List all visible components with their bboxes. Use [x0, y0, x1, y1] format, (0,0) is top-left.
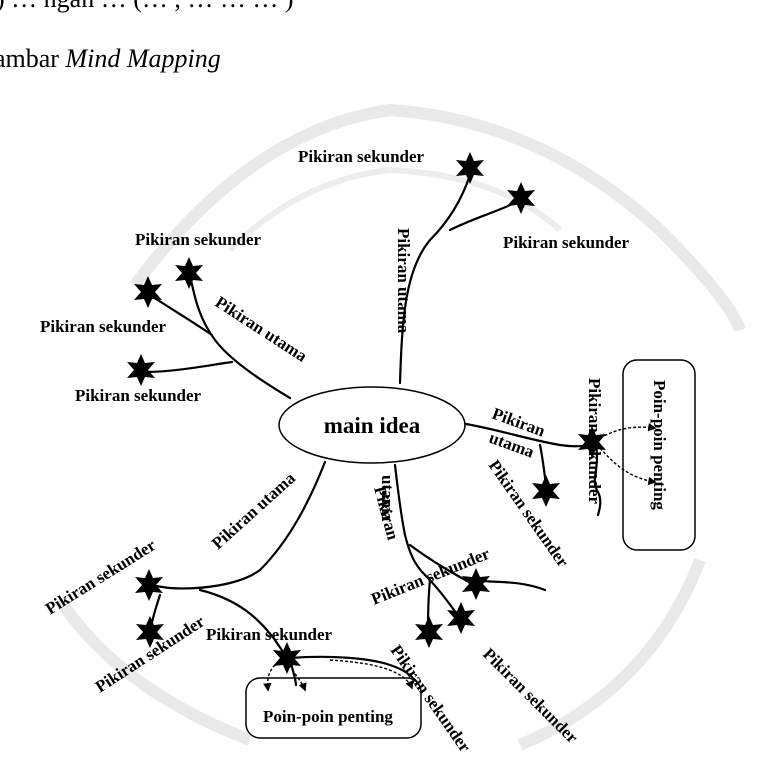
secondary-node-star — [507, 182, 535, 214]
caption-prefix: ambar — [0, 44, 66, 73]
branch-lower-center: Pikiran utama Pikiran sekunder Pikiran s… — [368, 463, 582, 756]
branch-top: Pikiran utama Pikiran sekunder Pikiran s… — [298, 147, 630, 385]
branch-lower-left-secondary-label-3: Pikiran sekunder — [206, 625, 333, 644]
key-points-box — [245, 677, 422, 739]
key-points-label: Poin-poin penting — [650, 380, 669, 510]
branch-upper-left-main-label: Pikiran utama — [212, 292, 311, 366]
caption-title: Mind Mapping — [65, 44, 221, 73]
secondary-node-star — [134, 276, 162, 308]
branch-lower-left: Pikiran utama Pikiran sekunder Pikiran s… — [42, 460, 422, 739]
branch-lower-center-secondary-label-2: Pikiran sekunder — [387, 641, 475, 756]
key-points-label: Poin-poin penting — [263, 707, 393, 726]
branch-upper-left: Pikiran utama Pikiran sekunder Pikiran s… — [40, 230, 311, 405]
central-node: main idea — [278, 386, 466, 464]
header-text: ) … ngan … (… , … … … ) — [0, 0, 294, 14]
secondary-node-star — [456, 152, 484, 184]
branch-top-secondary-label-1: Pikiran sekunder — [298, 147, 425, 166]
secondary-node-star — [462, 568, 490, 600]
branch-upper-left-secondary-label-3: Pikiran sekunder — [75, 386, 202, 405]
secondary-node-star — [127, 354, 155, 386]
secondary-node-star — [532, 475, 560, 507]
branch-lower-center-secondary-label-3: Pikiran sekunder — [479, 644, 582, 747]
branch-top-secondary-label-2: Pikiran sekunder — [503, 233, 630, 252]
branch-lower-left-secondary-label-1: Pikiran sekunder — [42, 535, 159, 618]
branch-right: Pikiran utama Pikiran sekunder Pikiran s… — [464, 359, 696, 571]
branch-lower-center-main-label-2: utama — [378, 475, 397, 522]
figure-caption: ambar Mind Mapping — [0, 44, 221, 74]
branch-top-main-label: Pikiran utama — [394, 228, 413, 334]
branch-upper-left-secondary-label-2: Pikiran sekunder — [40, 317, 167, 336]
central-node-label: main idea — [324, 413, 421, 438]
secondary-node-star — [175, 257, 203, 289]
branch-right-secondary-label-2: Pikiran sekunder — [485, 456, 573, 571]
branch-upper-left-secondary-label-1: Pikiran sekunder — [135, 230, 262, 249]
secondary-node-star — [415, 616, 443, 648]
key-points-box — [622, 359, 696, 551]
